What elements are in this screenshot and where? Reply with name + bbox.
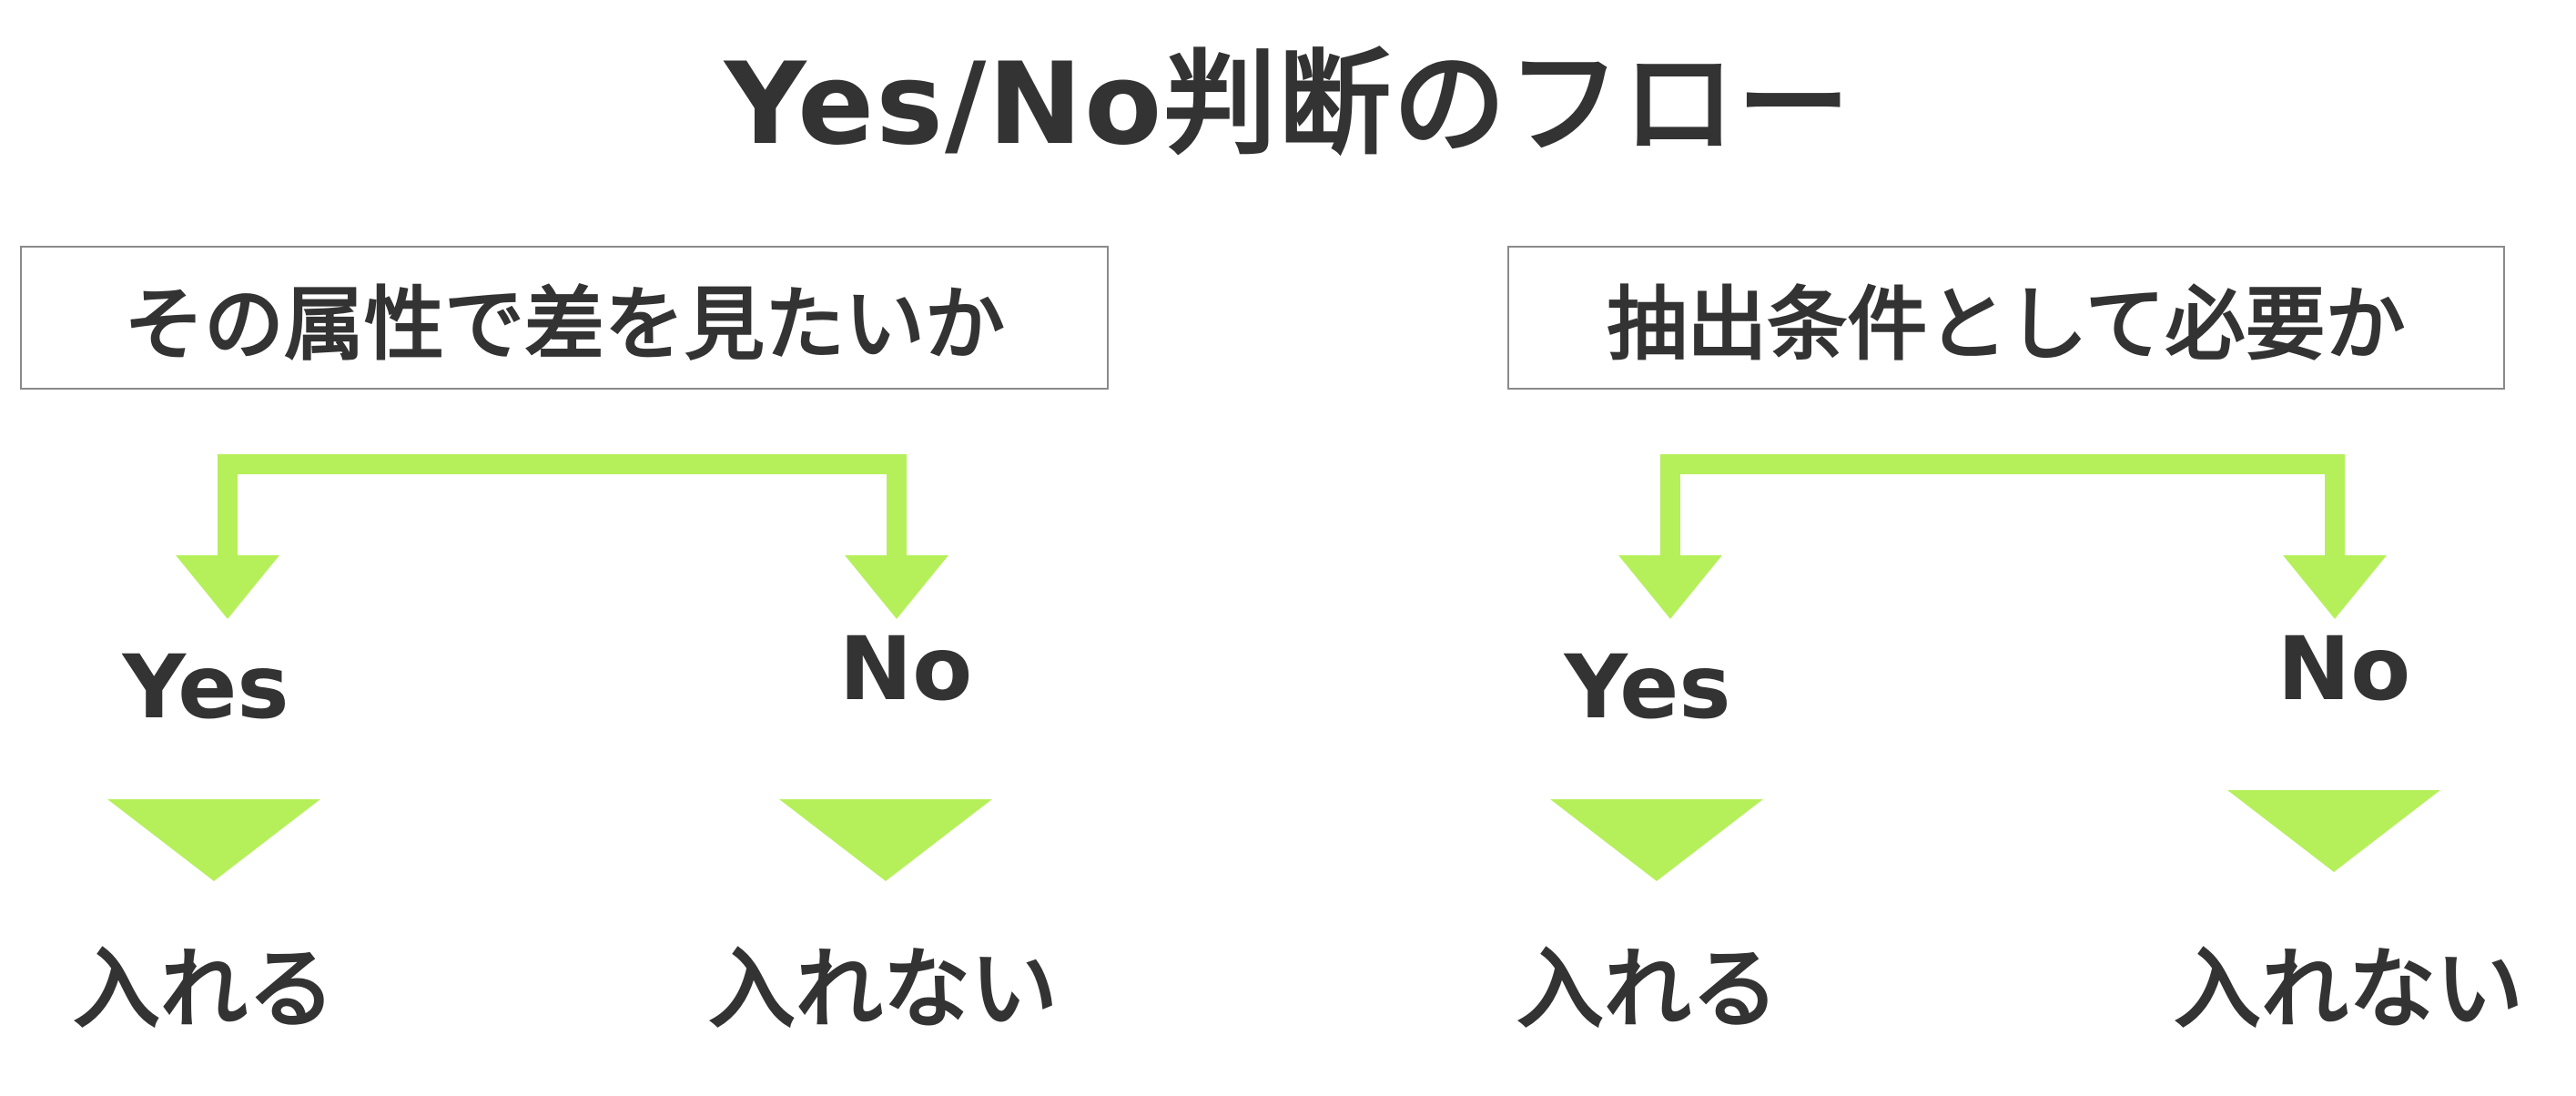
left-branch-bracket xyxy=(218,454,907,564)
left-no-arrowhead xyxy=(845,555,948,619)
left-no-result: 入れない xyxy=(708,939,1058,1040)
left-question-box: その属性で差を見たいか xyxy=(20,246,1109,390)
left-yes-result: 入れる xyxy=(73,939,335,1040)
right-no-down-triangle xyxy=(2227,790,2440,872)
right-no-label: No xyxy=(2277,618,2411,720)
left-yes-down-triangle xyxy=(107,799,320,881)
right-yes-down-triangle xyxy=(1550,799,1763,881)
left-question-text: その属性で差を見たいか xyxy=(123,277,1005,371)
right-yes-label: Yes xyxy=(1564,636,1731,738)
right-yes-result: 入れる xyxy=(1516,939,1779,1040)
right-question-text: 抽出条件として必要か xyxy=(1607,277,2406,371)
left-no-label: No xyxy=(838,618,973,720)
left-no-down-triangle xyxy=(779,799,992,881)
right-branch-bracket xyxy=(1660,454,2345,564)
right-no-arrowhead xyxy=(2283,555,2387,619)
right-no-result: 入れない xyxy=(2174,939,2523,1040)
right-yes-arrowhead xyxy=(1618,555,1722,619)
diagram-title: Yes/No判断のフロー xyxy=(724,39,1852,170)
right-question-box: 抽出条件として必要か xyxy=(1507,246,2505,390)
left-yes-arrowhead xyxy=(176,555,279,619)
left-yes-label: Yes xyxy=(122,636,289,738)
